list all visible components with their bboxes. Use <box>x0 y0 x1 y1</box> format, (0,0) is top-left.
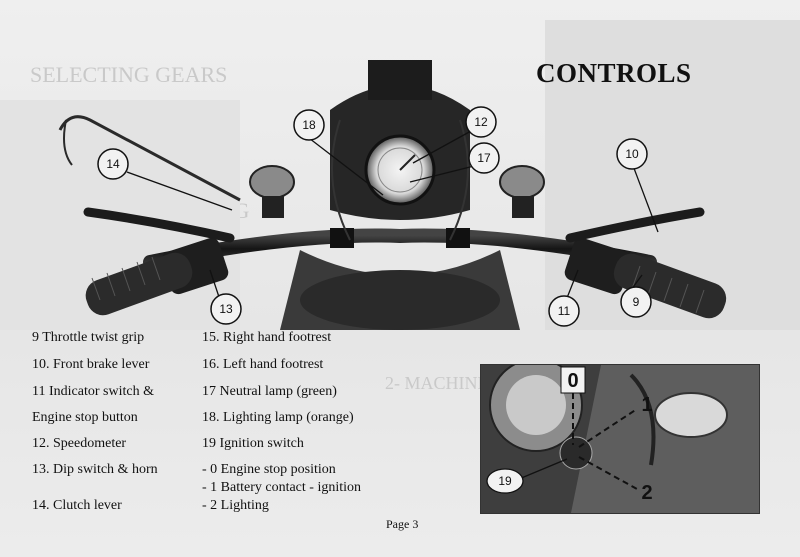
legend-item: 17 Neutral lamp (green) <box>202 384 337 399</box>
legend-item: 11 Indicator switch & <box>32 384 154 399</box>
ignition-inset-drawing: 19 0 1 2 <box>481 365 759 513</box>
legend-item: 15. Right hand footrest <box>202 330 332 345</box>
legend-item: 13. Dip switch & horn <box>32 462 158 477</box>
callout-10: 10 <box>625 147 639 161</box>
inset-label-1: 1 <box>641 394 652 416</box>
inset-label-0: 0 <box>567 370 578 392</box>
ignition-switch-inset: 19 0 1 2 <box>480 364 760 514</box>
legend-item: - 2 Lighting <box>202 498 269 513</box>
callout-9: 9 <box>633 295 640 309</box>
legend-item: - 1 Battery contact - ignition <box>202 480 362 495</box>
callout-12: 12 <box>474 115 488 129</box>
legend-item: 14. Clutch lever <box>32 498 122 513</box>
legend-item: Engine stop button <box>32 410 138 425</box>
legend-item: 18. Lighting lamp (orange) <box>202 410 354 425</box>
inset-label-2: 2 <box>641 482 652 504</box>
handlebar-photo: 14 10 18 12 17 13 11 9 <box>58 20 800 330</box>
legend-item: 9 Throttle twist grip <box>32 330 145 345</box>
callout-18: 18 <box>302 118 316 132</box>
callout-19: 19 <box>498 474 512 488</box>
legend-item: 19 Ignition switch <box>202 436 304 451</box>
legend-item: 16. Left hand footrest <box>202 357 324 372</box>
bleed-through-text: SELECTING GEARS <box>30 62 228 87</box>
legend-item: 10. Front brake lever <box>32 357 150 372</box>
bleed-through-text: 2- MACHINE <box>385 373 489 393</box>
callout-17: 17 <box>477 151 491 165</box>
legend-item: 12. Speedometer <box>32 436 127 451</box>
legend-item: - 0 Engine stop position <box>202 462 336 477</box>
page-number: Page 3 <box>386 517 419 531</box>
callout-11: 11 <box>558 304 571 318</box>
page-title: CONTROLS <box>536 58 692 88</box>
callout-14: 14 <box>106 157 120 171</box>
callout-13: 13 <box>219 302 233 316</box>
